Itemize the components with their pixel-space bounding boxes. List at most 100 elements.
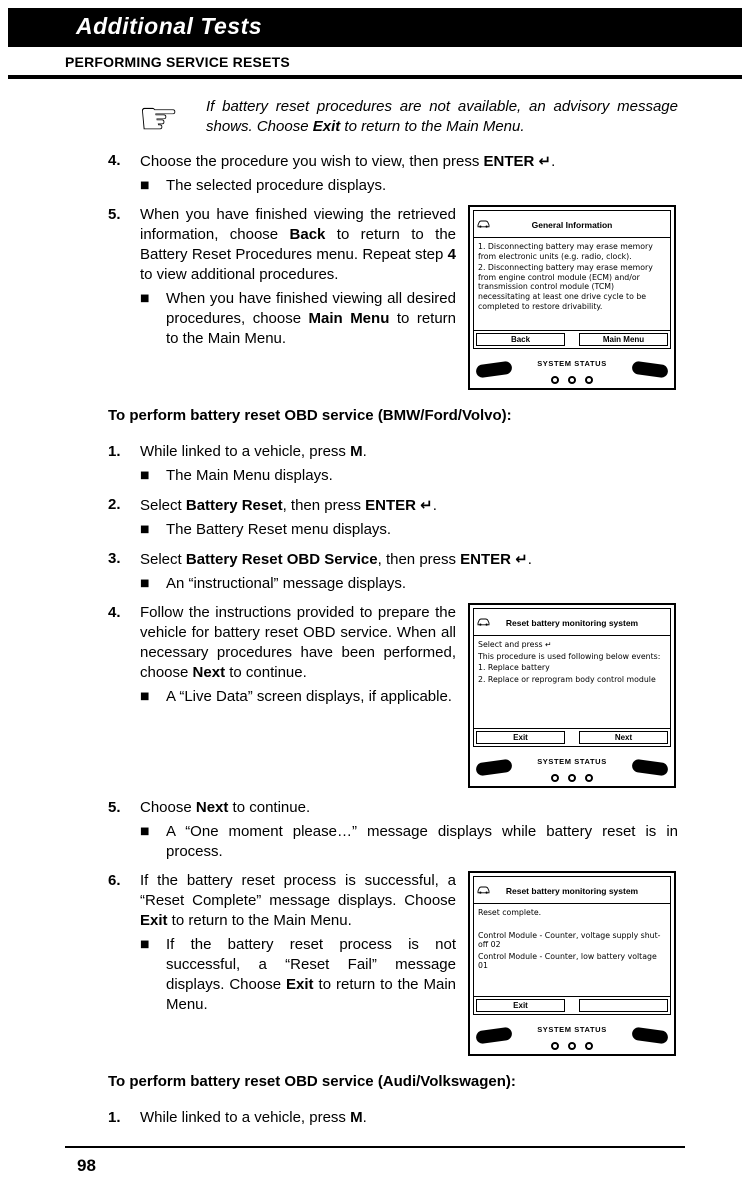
step-text: Follow the instructions provided to prep… [140, 604, 456, 681]
device-illustration-general-information: General Information 1. Disconnecting bat… [468, 205, 676, 390]
lcd-text: Reset complete. [478, 908, 542, 917]
bullet-item: ■ A “One moment please…” message display… [140, 822, 678, 862]
led-yellow [567, 1042, 576, 1050]
lcd-title: Reset battery monitoring system [505, 618, 639, 628]
step-a-4: 4. Choose the procedure you wish to view… [108, 151, 678, 172]
led-red [584, 376, 593, 384]
lcd-text: This procedure is used following below e… [478, 651, 661, 661]
chapter-title: Additional Tests [8, 8, 742, 47]
note-text: If battery reset procedures are not avai… [206, 98, 678, 135]
status-center: SYSTEM STATUS [537, 354, 607, 384]
led-red [584, 1042, 593, 1050]
exit-button-label: Exit [476, 731, 565, 744]
status-leds [550, 774, 593, 782]
row-device-column: Reset battery monitoring system Select a… [468, 603, 678, 788]
bullet-item: ■ When you have finished viewing all des… [140, 289, 456, 349]
lcd-title: General Information [531, 220, 613, 230]
left-soft-button [475, 360, 513, 378]
step-number: 6. [108, 872, 121, 889]
step-number: 1. [108, 443, 121, 460]
bullet-square-icon: ■ [140, 524, 150, 535]
step-text: When you have finished viewing the retri… [140, 206, 457, 283]
led-green [550, 1042, 559, 1050]
bullet-item: ■ A “Live Data” screen displays, if appl… [140, 687, 456, 707]
enter-key-icon: ↵ [420, 496, 433, 514]
bullet-text: A “Live Data” screen displays, if applic… [166, 688, 452, 705]
content-row-3: 6. If the battery reset process is succe… [108, 871, 678, 1056]
step-b-2: 2. Select Battery Reset, then press ENTE… [108, 495, 678, 516]
system-status-label: SYSTEM STATUS [537, 359, 607, 368]
lcd-titlebar: Reset battery monitoring system [474, 877, 670, 904]
blank-button-label [579, 999, 668, 1012]
bullet-item: ■ The Battery Reset menu displays. [140, 520, 678, 540]
heading-audi-volkswagen: To perform battery reset OBD service (Au… [108, 1073, 516, 1090]
header-rule [8, 75, 742, 79]
next-button-label: Next [579, 731, 668, 744]
enter-key-icon: ↵ [538, 152, 552, 170]
bullet-item: ■ An “instructional” message displays. [140, 574, 678, 594]
lcd-text: Select and press ↵ [478, 640, 552, 649]
step-number: 5. [108, 799, 121, 816]
device-lcd: Reset battery monitoring system Select a… [473, 608, 671, 747]
device-lcd: Reset battery monitoring system Reset co… [473, 876, 671, 1015]
lcd-text: 2. Disconnecting battery may erase memor… [478, 263, 653, 311]
section-title: PERFORMING SERVICE RESETS [65, 54, 290, 70]
bullet-text: A “One moment please…” message displays … [166, 823, 678, 860]
lcd-softkeys: Exit [474, 996, 670, 1014]
row-text-column: 5. When you have finished viewing the re… [108, 205, 456, 390]
lcd-text: 1. Disconnecting battery may erase memor… [478, 242, 653, 261]
status-leds [550, 376, 593, 384]
page-number: 98 [77, 1156, 96, 1175]
status-center: SYSTEM STATUS [537, 1020, 607, 1050]
step-number: 2. [108, 496, 121, 513]
step-b-6: 6. If the battery reset process is succe… [108, 871, 456, 931]
bullet-square-icon: ■ [140, 180, 150, 191]
content-row-2: 4. Follow the instructions provided to p… [108, 603, 678, 788]
step-text: Select Battery Reset, then press ENTER ↵… [140, 496, 437, 514]
step-text: Choose Next to continue. [140, 799, 311, 816]
bullet-item: ■ The Main Menu displays. [140, 466, 678, 486]
left-soft-button [475, 758, 513, 776]
system-status-label: SYSTEM STATUS [537, 1025, 607, 1034]
led-yellow [567, 376, 576, 384]
right-soft-button [631, 758, 669, 776]
lcd-softkeys: Back Main Menu [474, 330, 670, 348]
page-header: Additional Tests PERFORMING SERVICE RESE… [8, 8, 742, 79]
note-block: ☞ If battery reset procedures are not av… [138, 95, 678, 141]
row-text-column: 6. If the battery reset process is succe… [108, 871, 456, 1056]
step-b-5: 5. Choose Next to continue. [108, 798, 678, 818]
lcd-text: 1. Replace battery [478, 663, 550, 673]
heading-bmw-ford-volvo: To perform battery reset OBD service (BM… [108, 407, 512, 424]
main-menu-button-label: Main Menu [579, 333, 668, 346]
step-a-5: 5. When you have finished viewing the re… [108, 205, 456, 285]
step-number: 3. [108, 550, 121, 567]
content-row-1: 5. When you have finished viewing the re… [108, 205, 678, 390]
step-number: 4. [108, 152, 121, 169]
step-b-1: 1. While linked to a vehicle, press M. [108, 442, 678, 462]
step-text: Choose the procedure you wish to view, t… [140, 152, 556, 170]
lcd-softkeys: Exit Next [474, 728, 670, 746]
vehicle-icon [477, 214, 490, 234]
page-footer: 98 [0, 1146, 750, 1200]
bullet-square-icon: ■ [140, 470, 150, 481]
bullet-text: If the battery reset process is not succ… [166, 936, 457, 1013]
lcd-text: 2. Replace or reprogram body control mod… [478, 674, 656, 684]
status-center: SYSTEM STATUS [537, 752, 607, 782]
bullet-text: The Battery Reset menu displays. [166, 521, 392, 538]
lcd-text: Control Module - Counter, voltage supply… [478, 930, 661, 950]
bullet-square-icon: ■ [140, 826, 150, 837]
bullet-text: The selected procedure displays. [166, 177, 387, 194]
lcd-title: Reset battery monitoring system [505, 886, 639, 896]
bullet-item: ■ If the battery reset process is not su… [140, 935, 456, 1015]
device-illustration-reset-complete: Reset battery monitoring system Reset co… [468, 871, 676, 1056]
lcd-body: 1. Disconnecting battery may erase memor… [474, 238, 670, 330]
page-content: ☞ If battery reset procedures are not av… [0, 79, 750, 1132]
lcd-titlebar: Reset battery monitoring system [474, 609, 670, 636]
note-hand-icon: ☞ [138, 91, 180, 145]
bullet-square-icon: ■ [140, 293, 150, 304]
left-soft-button [475, 1026, 513, 1044]
footer-rule [65, 1146, 685, 1148]
bullet-text: An “instructional” message displays. [166, 575, 407, 592]
step-number: 1. [108, 1109, 121, 1126]
